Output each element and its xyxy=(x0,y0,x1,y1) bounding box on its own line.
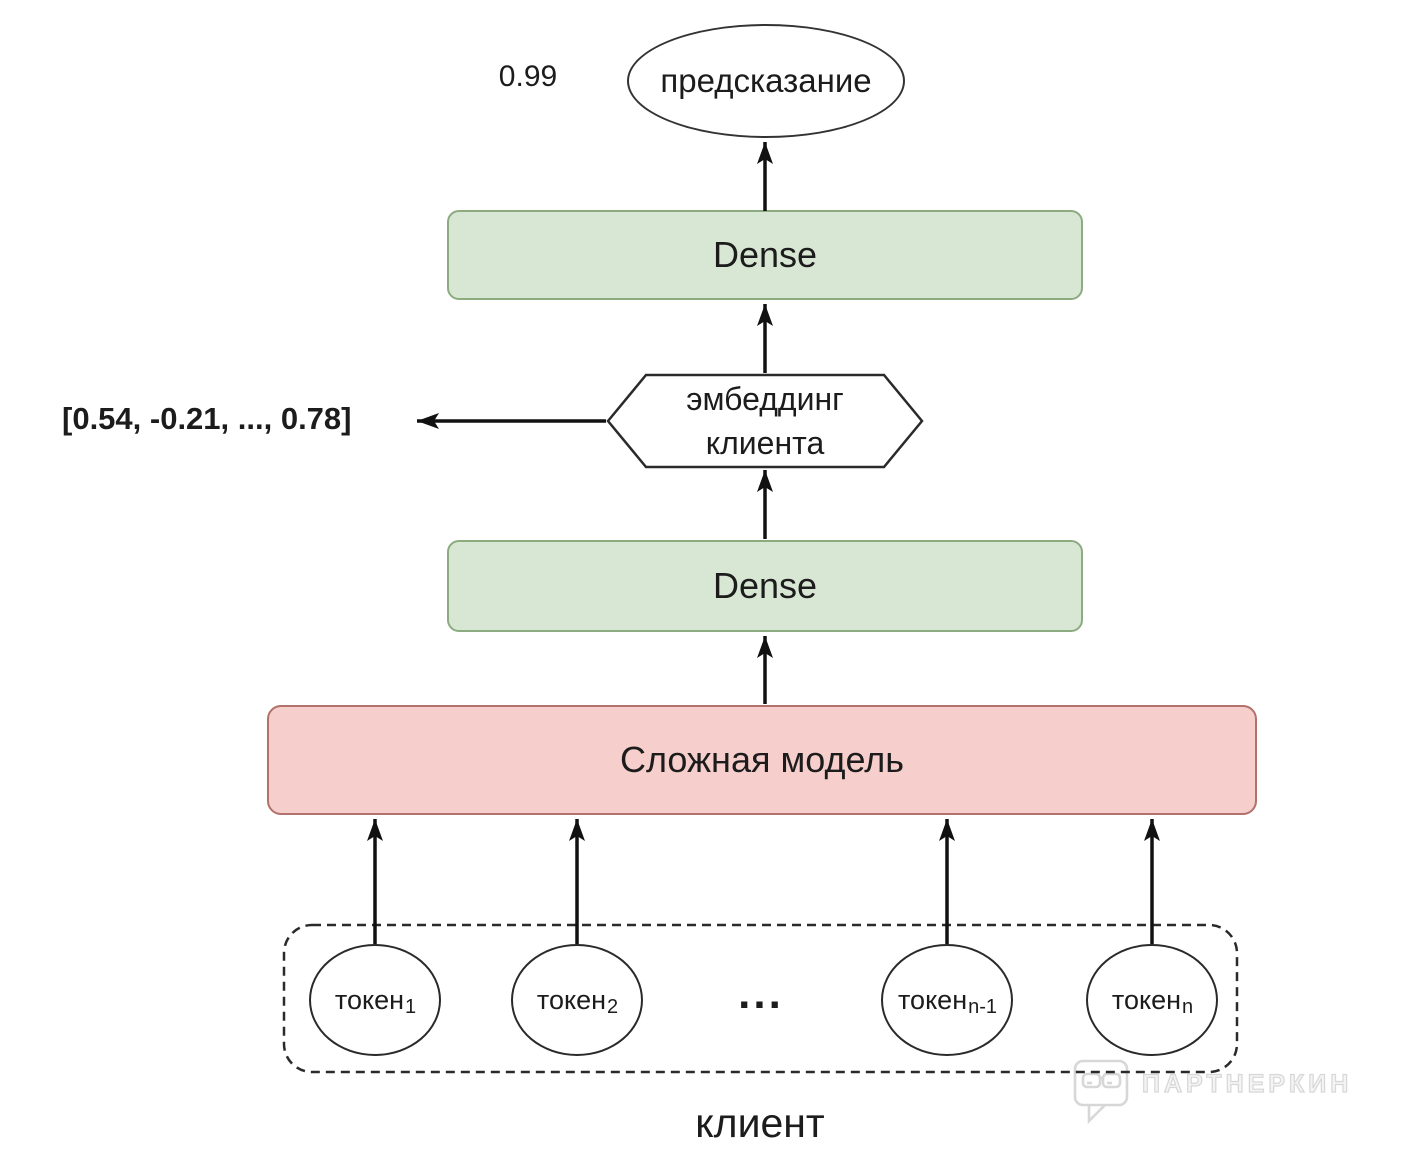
token-n-subscript: n xyxy=(1182,996,1194,1018)
tokens-ellipsis: ... xyxy=(738,969,784,1018)
embedding-node-label: эмбеддинг клиента xyxy=(646,377,884,465)
token-n-label: токен xyxy=(1111,984,1181,1015)
token-2-subscript: 2 xyxy=(607,996,619,1018)
speech-bubble-glasses-icon xyxy=(1073,1059,1129,1125)
complex-model-label: Сложная модель xyxy=(619,739,905,780)
dense-top-label: Dense xyxy=(712,234,818,275)
watermark-text: ПАРТНЕРКИН xyxy=(1141,1069,1353,1098)
token-1-subscript: 1 xyxy=(405,996,417,1018)
dense-bottom-box: Dense xyxy=(447,540,1083,632)
embedding-label-line2: клиента xyxy=(705,425,825,461)
watermark: ПАРТНЕРКИН xyxy=(1072,1058,1352,1126)
dense-top-box: Dense xyxy=(447,210,1083,300)
client-group-label: клиент xyxy=(695,1100,825,1146)
prediction-node-label: предсказание xyxy=(660,62,872,99)
prediction-node: предсказание xyxy=(627,24,905,138)
dense-bottom-label: Dense xyxy=(712,565,818,606)
token-1-label: токен xyxy=(334,984,404,1015)
prediction-score: 0.99 xyxy=(498,60,558,93)
token-n-1-subscript: n-1 xyxy=(968,996,998,1018)
token-2-label: токен xyxy=(536,984,606,1015)
token-n-1-label: токен xyxy=(897,984,968,1015)
embedding-vector-label: [0.54, -0.21, ..., 0.78] xyxy=(62,401,352,436)
embedding-label-line1: эмбеддинг xyxy=(686,381,844,417)
complex-model-box: Сложная модель xyxy=(267,705,1257,815)
